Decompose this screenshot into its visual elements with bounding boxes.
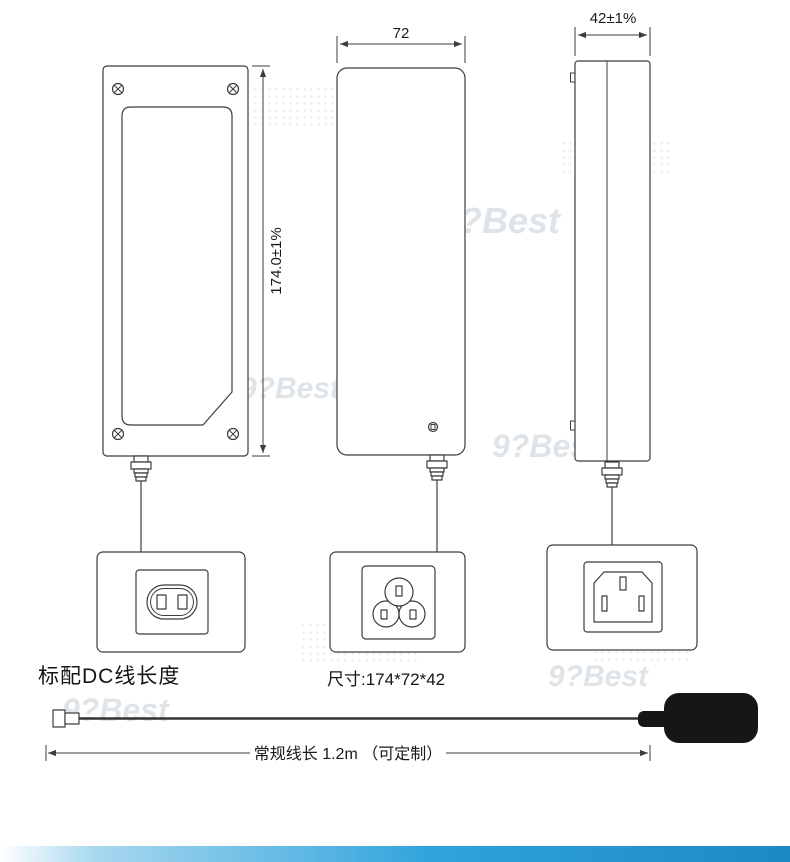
- cable-length-dimension: 常规线长 1.2m （可定制）: [45, 745, 651, 763]
- c5-cloverleaf-inlet-icon: [372, 577, 426, 628]
- c14-inlet-icon: [593, 571, 653, 623]
- screw-icon: [111, 427, 125, 441]
- size-label: 尺寸:174*72*42: [327, 670, 446, 689]
- cable-end-connector: [52, 709, 66, 728]
- inlet-block-c5: [329, 551, 466, 653]
- front-height-dim-label: 174.0±1%: [268, 227, 285, 294]
- dc-cable-title: 标配DC线长度: [38, 665, 181, 688]
- inlet-block-c14: [546, 544, 698, 651]
- side-depth-dimension: 42±1%: [574, 10, 651, 56]
- c8-figure8-inlet-icon: [146, 584, 198, 620]
- strain-relief-middle: [426, 454, 448, 553]
- front-view: [102, 65, 249, 457]
- label-window: [121, 106, 233, 426]
- screw-icon: [226, 427, 240, 441]
- latch-tab: [570, 72, 576, 83]
- screw-hole: [427, 421, 439, 433]
- strain-relief-right: [601, 461, 623, 546]
- cable-length-label: 常规线长 1.2m （可定制）: [254, 745, 442, 763]
- cable-end-connector: [64, 712, 80, 725]
- back-view: [336, 67, 466, 456]
- inlet-block-c8: [96, 551, 246, 653]
- dc-cable-drawing: [52, 693, 758, 743]
- side-view: [570, 60, 651, 462]
- screw-icon: [111, 82, 125, 96]
- back-width-dim-label: 72: [393, 25, 410, 42]
- latch-tab: [570, 420, 576, 431]
- dc-plug: [638, 693, 758, 743]
- screw-icon: [226, 82, 240, 96]
- back-width-dimension: 72: [336, 25, 466, 63]
- side-depth-dim-label: 42±1%: [590, 10, 637, 27]
- footer-accent-bar: [0, 846, 790, 862]
- front-height-dimension: 174.0±1%: [252, 65, 285, 457]
- strain-relief-left: [130, 455, 152, 553]
